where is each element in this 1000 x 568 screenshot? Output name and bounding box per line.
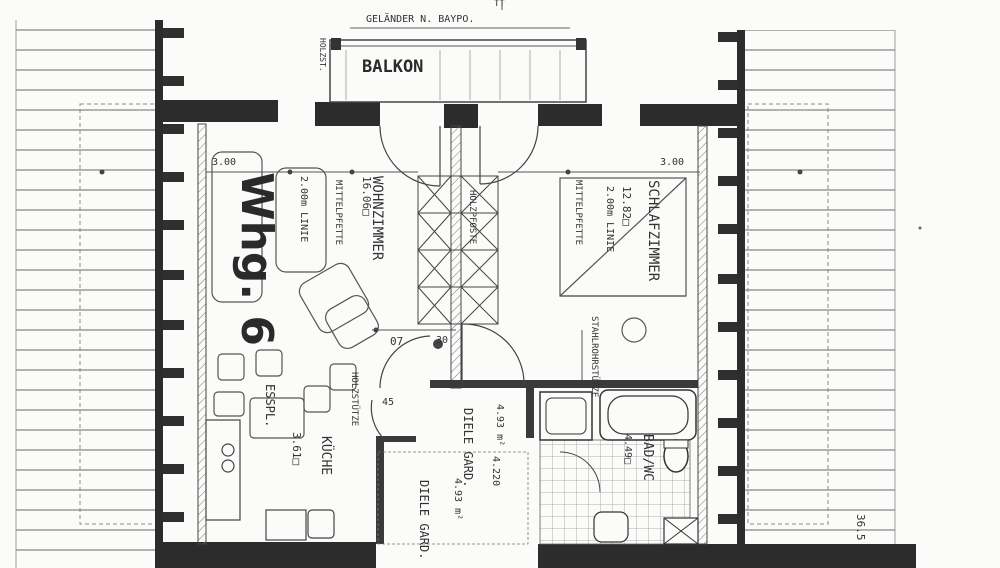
bedroom-name: SCHLAFZIMMER (645, 180, 661, 282)
bathtub (599, 389, 697, 441)
wood-post: HOLZSTÜTZE (349, 372, 359, 427)
living-height-line: 2.00m LINIE (298, 176, 309, 243)
roof-right (745, 30, 895, 568)
bedroom-furniture (559, 177, 687, 343)
rafter-stubs-left (160, 28, 184, 522)
balcony-outline (329, 39, 587, 103)
column-note: STAHLROHRSTÜTZE (589, 316, 599, 398)
kitchen-fixtures (205, 419, 335, 541)
unit-label: Whg. 6 (231, 172, 282, 347)
dim-30: 30 (436, 335, 449, 346)
dim-45: 45 (382, 397, 395, 408)
living-purlin: MITTELPFETTE (333, 180, 343, 246)
washbasin (539, 391, 593, 441)
bath-name: BAD/WC (640, 434, 655, 481)
wardrobe-top-area: 4.93 m² (494, 404, 505, 447)
side-wall-right (697, 125, 708, 545)
dining-name: ESSPL. (263, 384, 277, 428)
edge-dim: 36.5 (854, 514, 867, 541)
wardrobe-bottom-name: DIELE GARD. (417, 480, 431, 560)
side-wall-left (197, 123, 207, 545)
central-partition (450, 125, 462, 389)
dim-right-300: 3.00 (660, 157, 685, 168)
balcony-side-note: HOLZST. (318, 38, 327, 72)
kitchen-name: KÜCHE (318, 436, 333, 476)
dim-left-300: 3.00 (212, 157, 237, 168)
living-room-area: 16.06□ (360, 176, 373, 216)
rafter-stubs-right (718, 32, 740, 524)
kitchen-area: 3.61□ (290, 432, 303, 466)
wardrobe-bottom-area: 4.93 m² (452, 478, 463, 521)
dim-4220: 4.220 (490, 456, 501, 487)
ref-mark: TT (494, 0, 505, 9)
bedroom-height-line: 2.00m LINIE (604, 186, 615, 253)
wardrobe-top-name: DIELE GARD. (461, 408, 475, 488)
balcony-label: BALKON (362, 57, 424, 77)
roof-left (16, 20, 156, 568)
lattice-partition (417, 175, 499, 325)
bedroom-purlin: MITTELPFETTE (573, 180, 583, 246)
inner-walls (376, 380, 698, 544)
outer-walls (155, 20, 916, 568)
living-furniture (211, 151, 379, 439)
bath-area: 4.49□ (622, 434, 633, 465)
balcony-railing-note: GELÄNDER N. BAYPO. (366, 14, 475, 25)
partition-note: HOLZPFOSTE (467, 190, 477, 245)
bedroom-area: 12.82□ (620, 186, 633, 226)
dim-07: 07 (390, 335, 404, 348)
